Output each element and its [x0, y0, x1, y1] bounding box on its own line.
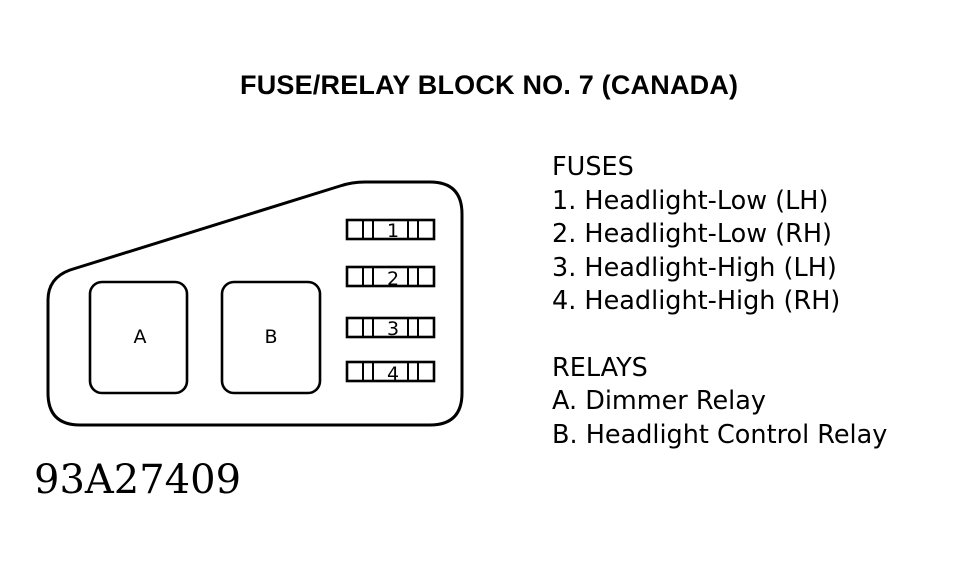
legend-fuse-item: 2. Headlight-Low (RH): [552, 219, 832, 249]
legend-spacer: [552, 319, 887, 352]
figure-id: 93A27409: [34, 457, 242, 503]
legend-fuse-item: 4. Headlight-High (RH): [552, 286, 841, 316]
legend-fuse-item: 1. Headlight-Low (LH): [552, 185, 829, 216]
legend-relay-item: B. Headlight Control Relay: [552, 419, 888, 450]
relays-heading: RELAYS: [552, 352, 648, 383]
relay-a-label: A: [134, 326, 147, 348]
block-outline: [46, 180, 464, 427]
relay-a: A: [88, 280, 189, 395]
fuses-heading: FUSES: [552, 152, 634, 182]
relay-b-label: B: [264, 326, 277, 348]
diagram-title: FUSE/RELAY BLOCK NO. 7 (CANADA): [240, 70, 739, 100]
fuse-1: 1: [345, 218, 436, 242]
fuse-4-label: 4: [387, 363, 399, 385]
fuse-3-label: 3: [387, 318, 399, 340]
fuse-2-label: 2: [387, 268, 399, 290]
fuse-2: 2: [345, 265, 436, 290]
legend: FUSES 1. Headlight-Low (LH) 2. Headlight…: [552, 151, 887, 452]
fuse-3: 3: [345, 316, 436, 340]
legend-relay-item: A. Dimmer Relay: [552, 386, 766, 416]
fuse-4: 4: [345, 360, 436, 385]
relay-b: B: [220, 280, 322, 395]
legend-fuse-item: 3. Headlight-High (LH): [552, 252, 837, 283]
fuse-1-label: 1: [387, 220, 399, 242]
